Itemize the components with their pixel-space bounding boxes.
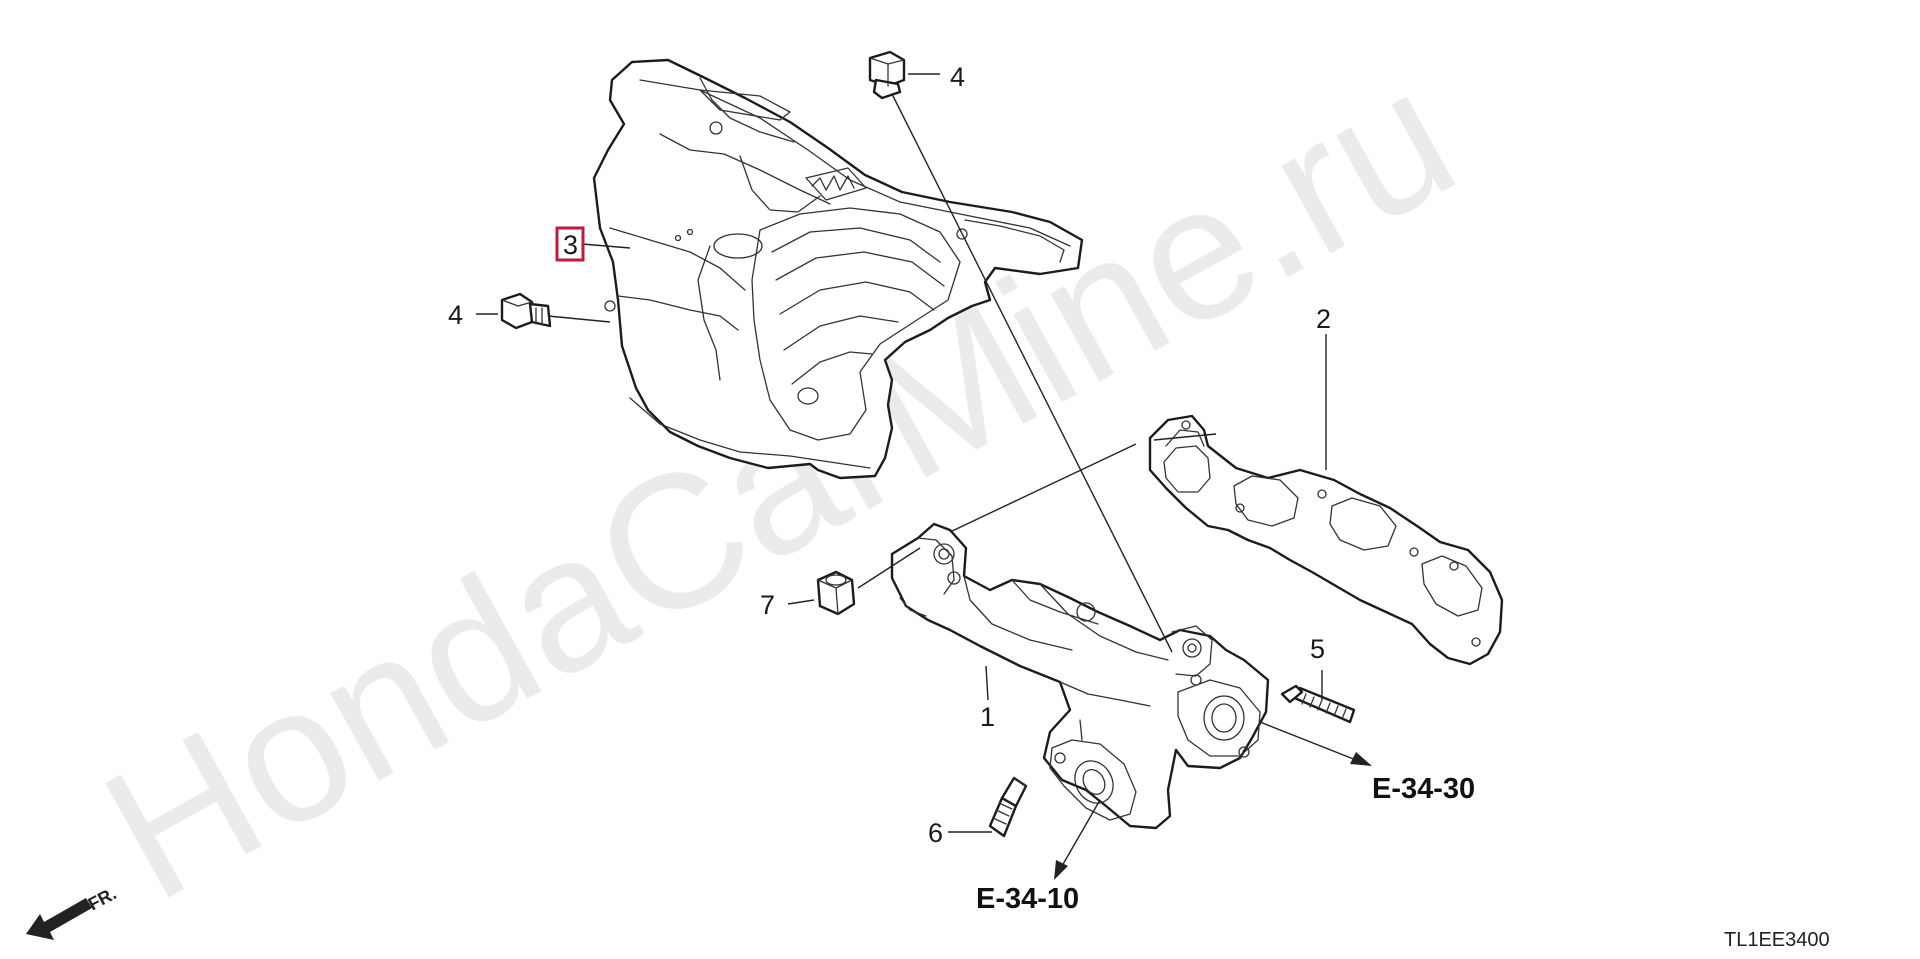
callout-4-upper[interactable]: 4 — [950, 62, 965, 92]
highlight-box-3 — [555, 226, 585, 262]
callout-6[interactable]: 6 — [928, 818, 943, 848]
callout-4-left[interactable]: 4 — [448, 300, 463, 330]
callout-1[interactable]: 1 — [980, 702, 995, 732]
flange-nut[interactable] — [816, 570, 856, 616]
callout-2[interactable]: 2 — [1316, 304, 1331, 334]
callout-3[interactable]: 3 — [563, 230, 578, 260]
front-label: FR. — [85, 883, 120, 914]
arrow-head-e3410 — [1054, 860, 1068, 880]
stud-bolt-6[interactable] — [988, 776, 1028, 838]
front-direction-arrow-icon — [26, 898, 92, 940]
heat-shield-part[interactable] — [592, 58, 1084, 480]
callout-5[interactable]: 5 — [1310, 634, 1325, 664]
leader-lines — [476, 73, 1372, 880]
ref-e-34-30[interactable]: E-34-30 — [1372, 773, 1475, 805]
flange-bolt-upper[interactable] — [868, 50, 906, 100]
stud-bolt-5[interactable] — [1280, 684, 1356, 724]
diagram-code: TL1EE3400 — [1724, 929, 1830, 951]
exhaust-gasket-part[interactable] — [1148, 414, 1504, 666]
flange-bolt-left[interactable] — [500, 292, 552, 330]
arrow-head-e3430 — [1350, 752, 1372, 766]
ref-e-34-10[interactable]: E-34-10 — [976, 883, 1079, 915]
exhaust-manifold-part[interactable] — [890, 522, 1270, 830]
callout-7[interactable]: 7 — [760, 590, 775, 620]
